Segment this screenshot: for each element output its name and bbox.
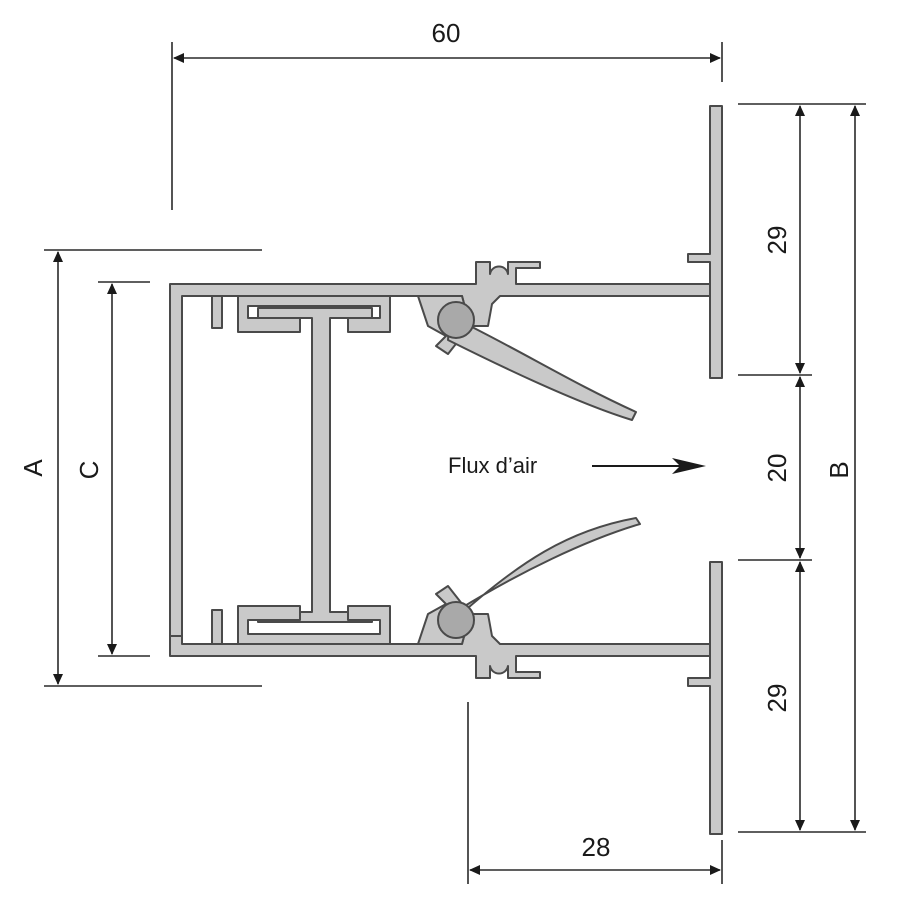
- dim-60-label: 60: [432, 18, 461, 48]
- bottom-pivot: [437, 601, 475, 639]
- dim-29-bottom-label: 29: [762, 684, 792, 713]
- bottom-channel: [237, 605, 391, 645]
- dim-b-label: B: [824, 461, 854, 478]
- top-pivot: [437, 301, 475, 339]
- bottom-blade: [687, 561, 723, 835]
- dim-a-label: A: [18, 459, 48, 477]
- i-beam: [257, 307, 373, 623]
- dimension-lines: [44, 42, 866, 884]
- top-profile: [169, 105, 723, 637]
- airflow-label: Flux d’air: [448, 453, 537, 478]
- dim-29-top-label: 29: [762, 226, 792, 255]
- i-beam-body: [257, 307, 373, 623]
- top-flap: [447, 315, 637, 421]
- airflow-arrow-icon: [672, 458, 706, 474]
- top-channel: [237, 295, 391, 333]
- bottom-profile: [169, 561, 723, 835]
- top-blade: [687, 105, 723, 379]
- bottom-flap: [449, 517, 641, 625]
- dim-28-label: 28: [582, 832, 611, 862]
- top-lip: [211, 295, 223, 329]
- dim-c-label: C: [74, 461, 104, 480]
- dim-20-label: 20: [762, 454, 792, 483]
- bottom-lip: [211, 609, 223, 645]
- flaps: [437, 301, 641, 639]
